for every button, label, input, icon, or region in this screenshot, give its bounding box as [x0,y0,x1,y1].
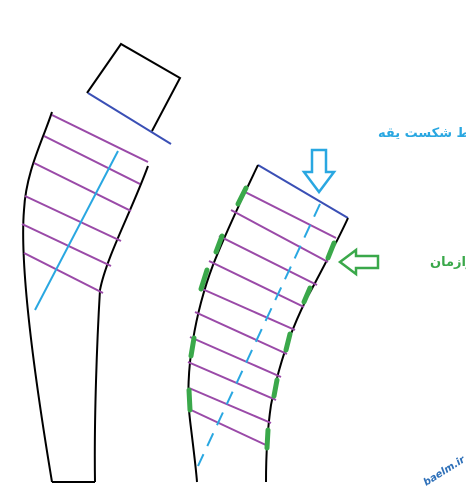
stiffener-label: اوازمان [430,255,466,270]
right-hatch-line [244,191,337,239]
fracture-line-label: خط شکست یقه [378,126,466,141]
left-hatch-line [51,114,149,163]
stiffener-segment [283,331,293,353]
stiffener-segment [188,335,197,359]
right-hatch-line [190,409,269,447]
right-stiffeners-right [264,240,337,451]
left-bone-outline-right [93,165,149,483]
left-hatch-lines [21,114,149,294]
left-arrow-icon [337,247,380,277]
left-hatch-line [21,223,112,267]
left-bone [21,42,182,483]
right-neck-cut-line [257,164,349,219]
left-hatch-line [33,162,132,212]
left-neck-cut-line [87,92,172,145]
right-bone-outline-left [187,164,259,483]
stiffener-segment [186,387,193,413]
right-hatch-line [199,287,296,331]
stiffener-segment [198,267,210,292]
left-fracture-line [34,150,119,311]
right-hatch-line [208,260,305,308]
left-bone-outline-left [22,111,53,483]
left-head-block [86,42,182,132]
right-hatch-lines [187,191,337,447]
right-hatch-line [194,311,288,355]
right-hatch-line [218,235,318,286]
left-hatch-line [43,135,141,185]
left-hatch-line [23,252,104,294]
right-stiffeners-left [186,185,249,413]
stiffener-segment [301,285,313,305]
right-hatch-line [187,361,277,401]
stiffener-segment [264,427,271,451]
left-hatch-line [24,195,122,242]
stiffener-segment [325,240,337,261]
right-hatch-line [230,209,329,263]
watermark: baelm.ir [422,454,466,489]
stiffener-segment [235,185,249,207]
right-hatch-line [189,336,282,378]
right-hatch-line [188,387,272,424]
stiffener-segment [213,233,225,255]
stiffener-segment [271,377,280,399]
down-arrow-icon [301,148,337,195]
right-bone [186,164,349,483]
right-fracture-line [197,203,321,467]
